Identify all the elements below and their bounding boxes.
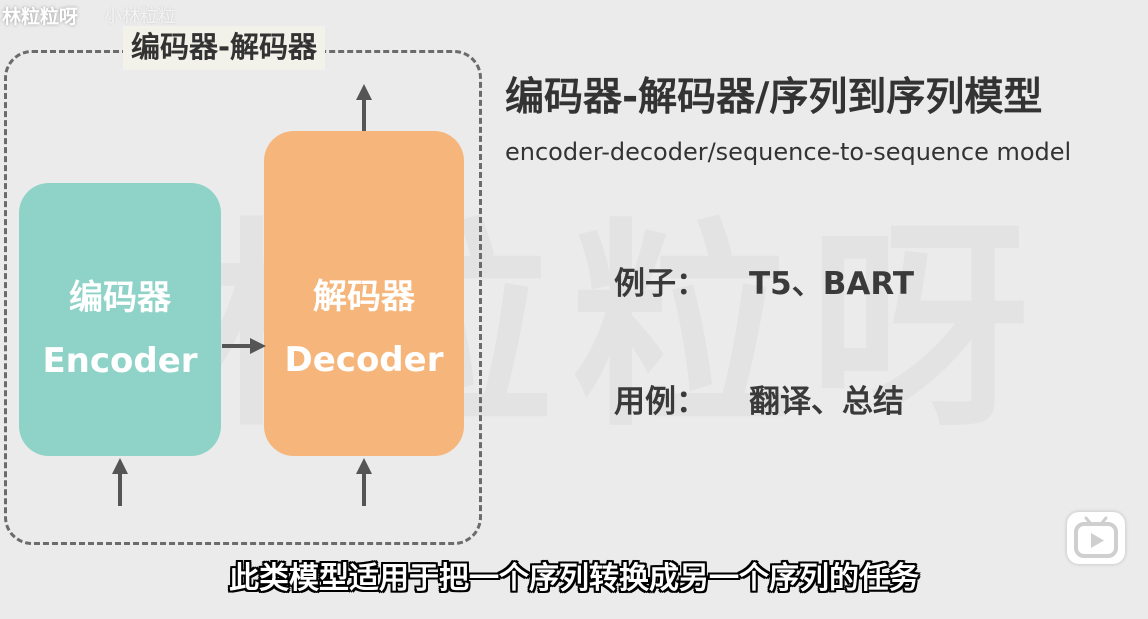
decoder-block: 解码器 Decoder — [264, 131, 464, 456]
channel-name: 林粒粒呀 — [2, 6, 79, 28]
decoder-input-arrow — [356, 458, 372, 506]
examples-row: 例子： T5、BART — [614, 258, 914, 303]
background-watermark: 林粒粒呀 — [95, 200, 1048, 456]
slide-title: 编码器-解码器/序列到序列模型 — [505, 75, 1043, 120]
encoder-label-zh: 编码器 — [69, 278, 171, 318]
slide-subtitle: encoder-decoder/sequence-to-sequence mod… — [505, 138, 1072, 166]
decoder-output-arrow — [356, 84, 372, 131]
video-subtitle: 此类模型适用于把一个序列转换成另一个序列的任务 — [229, 561, 919, 596]
usecases-row: 用例： 翻译、总结 — [614, 376, 904, 421]
decoder-label-zh: 解码器 — [313, 277, 415, 317]
diagram-caption: 编码器-解码器 — [123, 26, 326, 70]
usecases-value: 翻译、总结 — [749, 384, 904, 420]
encoder-to-decoder-arrow — [222, 338, 266, 354]
examples-value: T5、BART — [749, 266, 914, 302]
usecases-label: 用例： — [614, 384, 707, 420]
encoder-input-arrow — [112, 458, 128, 506]
bilibili-tv-icon[interactable] — [1067, 512, 1125, 564]
examples-label: 例子： — [614, 266, 707, 302]
encoder-block: 编码器 Encoder — [19, 183, 221, 456]
encoder-label-en: Encoder — [42, 341, 198, 381]
decoder-label-en: Decoder — [284, 340, 444, 380]
channel-faint-text: 小林粒粒 — [104, 6, 176, 27]
